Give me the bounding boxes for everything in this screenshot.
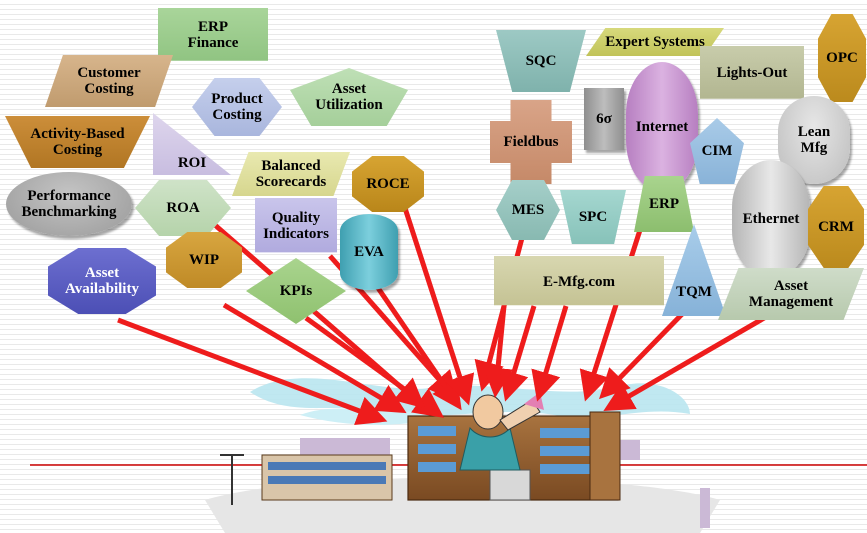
activity-based-costing-shape: Activity-Based Costing: [5, 116, 150, 168]
spc-label: SPC: [578, 209, 608, 225]
expert-systems-label: Expert Systems: [605, 34, 705, 50]
mes-label: MES: [511, 202, 545, 218]
asset-utilization-shape: Asset Utilization: [290, 68, 408, 126]
factory-clipart: [205, 378, 720, 533]
roa-label: ROA: [166, 200, 200, 216]
wip-shape: WIP: [166, 232, 242, 288]
balanced-scorecards-shape: Balanced Scorecards: [232, 152, 350, 196]
roce-shape: ROCE: [352, 156, 424, 212]
six-sigma-shape: 6σ: [584, 88, 624, 150]
internet-shape: Internet: [626, 62, 698, 192]
six-sigma-label: 6σ: [596, 111, 612, 127]
arrow-asset-availability: [117, 317, 388, 425]
internet-label: Internet: [635, 119, 689, 135]
e-mfg-label: E-Mfg.com: [542, 273, 616, 290]
sqc-label: SQC: [525, 53, 557, 69]
erp-shape: ERP: [634, 176, 694, 232]
sqc-shape: SQC: [496, 30, 586, 92]
kpis-shape: KPIs: [246, 258, 346, 324]
lights-out-label: Lights-Out: [716, 65, 788, 81]
opc-label: OPC: [826, 50, 858, 66]
ethernet-shape: Ethernet: [732, 160, 810, 278]
roi-label: ROI: [177, 155, 207, 171]
performance-benchmarking-label: Performance Benchmarking: [21, 188, 117, 220]
erp-label: ERP: [649, 196, 679, 212]
fieldbus-label: Fieldbus: [503, 134, 559, 150]
arrow-emfg-1: [483, 305, 513, 398]
lean-mfg-label: Lean Mfg: [797, 124, 831, 156]
customer-costing-label: Customer Costing: [77, 65, 141, 97]
arrow-eva: [373, 283, 462, 411]
quality-indicators-label: Quality Indicators: [263, 210, 329, 242]
e-mfg-shape: E-Mfg.com: [494, 256, 664, 306]
erp-finance-shape: ERP Finance: [158, 8, 268, 61]
ethernet-label: Ethernet: [742, 211, 800, 227]
eva-shape: EVA: [340, 214, 398, 290]
asset-availability-label: Asset Availability: [65, 265, 139, 297]
tqm-shape: TQM: [662, 224, 726, 316]
product-costing-label: Product Costing: [211, 91, 263, 123]
roa-shape: ROA: [135, 180, 231, 236]
asset-management-label: Asset Management: [748, 278, 834, 310]
eva-label: EVA: [354, 244, 384, 260]
asset-utilization-label: Asset Utilization: [315, 81, 383, 113]
arrow-tqm: [599, 304, 692, 400]
balanced-scorecards-label: Balanced Scorecards: [255, 158, 327, 190]
arrow-wip: [222, 302, 407, 414]
mes-shape: MES: [496, 180, 560, 240]
performance-benchmarking-shape: Performance Benchmarking: [6, 172, 132, 236]
arrow-roce: [401, 204, 475, 406]
roce-label: ROCE: [366, 176, 410, 192]
asset-availability-shape: Asset Availability: [48, 248, 156, 314]
customer-costing-shape: Customer Costing: [45, 55, 173, 107]
wip-label: WIP: [189, 252, 219, 268]
crm-shape: CRM: [808, 186, 864, 268]
tqm-label: TQM: [676, 284, 712, 300]
cim-shape: CIM: [690, 118, 744, 184]
opc-shape: OPC: [818, 14, 866, 102]
spc-shape: SPC: [560, 190, 626, 244]
activity-based-costing-label: Activity-Based Costing: [30, 126, 125, 158]
product-costing-shape: Product Costing: [192, 78, 282, 136]
lights-out-shape: Lights-Out: [700, 46, 804, 99]
arrow-emfg-3: [531, 305, 569, 402]
quality-indicators-shape: Quality Indicators: [255, 198, 337, 253]
asset-management-shape: Asset Management: [718, 268, 864, 320]
arrow-asset-management: [603, 307, 780, 412]
arrow-emfg-2: [499, 305, 537, 402]
cim-label: CIM: [701, 143, 733, 159]
fieldbus-shape: Fieldbus: [490, 100, 572, 184]
crm-label: CRM: [818, 219, 854, 235]
kpis-label: KPIs: [279, 283, 313, 299]
erp-finance-label: ERP Finance: [187, 19, 239, 51]
